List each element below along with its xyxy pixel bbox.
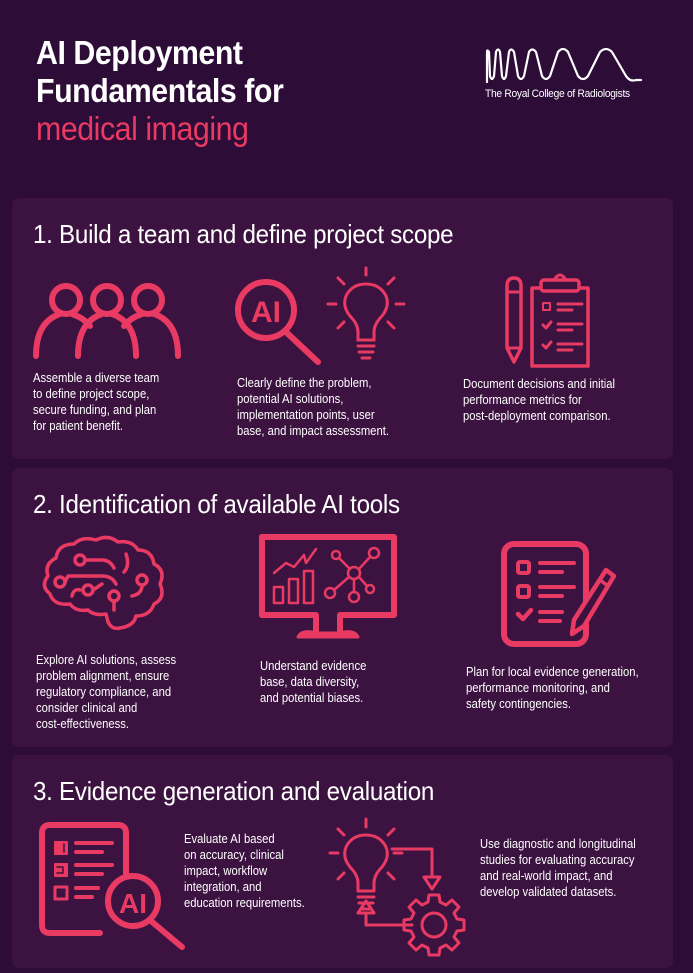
desc-line: on accuracy, clinical [184, 848, 284, 862]
item-description: Plan for local evidence generation, perf… [466, 664, 639, 712]
title-line-3: medical imaging [36, 110, 249, 147]
section-title: 3. Evidence generation and evaluation [33, 776, 435, 806]
item-description: Use diagnostic and longitudinal studies … [480, 836, 636, 900]
desc-line: Clearly define the problem, [237, 376, 372, 390]
desc-line: post-deployment comparison. [463, 409, 611, 423]
section-build-team: 1. Build a team and define project scope… [12, 198, 673, 459]
title-line-2: Fundamentals for [36, 72, 284, 109]
desc-line: potential AI solutions, [237, 392, 344, 406]
lightbulb-gear-cycle-icon [328, 817, 478, 957]
team-people-icon [32, 278, 182, 359]
svg-text:AI: AI [251, 296, 281, 329]
logo-text: The Royal College of Radiologists [485, 88, 630, 100]
section-identify-ai-tools: 2. Identification of available AI tools … [12, 468, 673, 747]
desc-line: Plan for local evidence generation, [466, 665, 639, 679]
page-title: AI Deployment Fundamentals for medical i… [36, 34, 284, 148]
desc-line: studies for evaluating accuracy [480, 853, 635, 867]
waveform-logo-icon [484, 46, 644, 84]
desc-line: Understand evidence [260, 659, 367, 673]
ai-magnifier-lightbulb-icon: AI [234, 266, 406, 368]
circuit-brain-icon [42, 535, 172, 636]
item-description: Explore AI solutions, assess problem ali… [36, 652, 176, 732]
item-description: Understand evidence base, data diversity… [260, 658, 366, 706]
desc-line: and real-world impact, and [480, 869, 613, 883]
desc-line: regulatory compliance, and [36, 685, 172, 699]
desc-line: base, and impact assessment. [237, 424, 389, 438]
desc-line: integration, and [184, 880, 262, 894]
desc-line: Use diagnostic and longitudinal [480, 837, 636, 851]
desc-line: Assemble a diverse team [33, 371, 160, 385]
desc-line: education requirements. [184, 896, 305, 910]
desc-line: impact, workflow [184, 864, 268, 878]
checklist-pencil-icon [500, 540, 620, 648]
item-description: Evaluate AI based on accuracy, clinical … [184, 831, 305, 911]
document-ai-magnifier-icon: AI [38, 821, 188, 951]
title-line-1: AI Deployment [36, 34, 243, 71]
desc-line: consider clinical and [36, 701, 138, 715]
desc-line: Explore AI solutions, assess [36, 653, 177, 667]
desc-line: performance monitoring, and [466, 681, 610, 695]
desc-line: problem alignment, ensure [36, 669, 170, 683]
desc-line: and potential biases. [260, 691, 364, 705]
desc-line: secure funding, and plan [33, 403, 157, 417]
pencil-clipboard-checklist-icon [504, 273, 594, 368]
desc-line: to define project scope, [33, 387, 150, 401]
desc-line: for patient benefit. [33, 419, 124, 433]
desc-line: safety contingencies. [466, 697, 572, 711]
monitor-analytics-icon [258, 533, 398, 643]
desc-line: Evaluate AI based [184, 832, 275, 846]
rcr-logo: The Royal College of Radiologists [484, 46, 644, 100]
desc-line: base, data diversity, [260, 675, 360, 689]
desc-line: Document decisions and initial [463, 377, 615, 391]
item-description: Clearly define the problem, potential AI… [237, 375, 389, 439]
desc-line: performance metrics for [463, 393, 582, 407]
section-evidence-evaluation: 3. Evidence generation and evaluation AI… [12, 755, 673, 968]
svg-text:AI: AI [119, 888, 147, 919]
section-title: 1. Build a team and define project scope [33, 219, 454, 249]
desc-line: implementation points, user [237, 408, 375, 422]
item-description: Document decisions and initial performan… [463, 376, 615, 424]
desc-line: cost-effectiveness. [36, 717, 129, 731]
desc-line: develop validated datasets. [480, 885, 617, 899]
section-title: 2. Identification of available AI tools [33, 489, 400, 519]
item-description: Assemble a diverse team to define projec… [33, 370, 159, 434]
